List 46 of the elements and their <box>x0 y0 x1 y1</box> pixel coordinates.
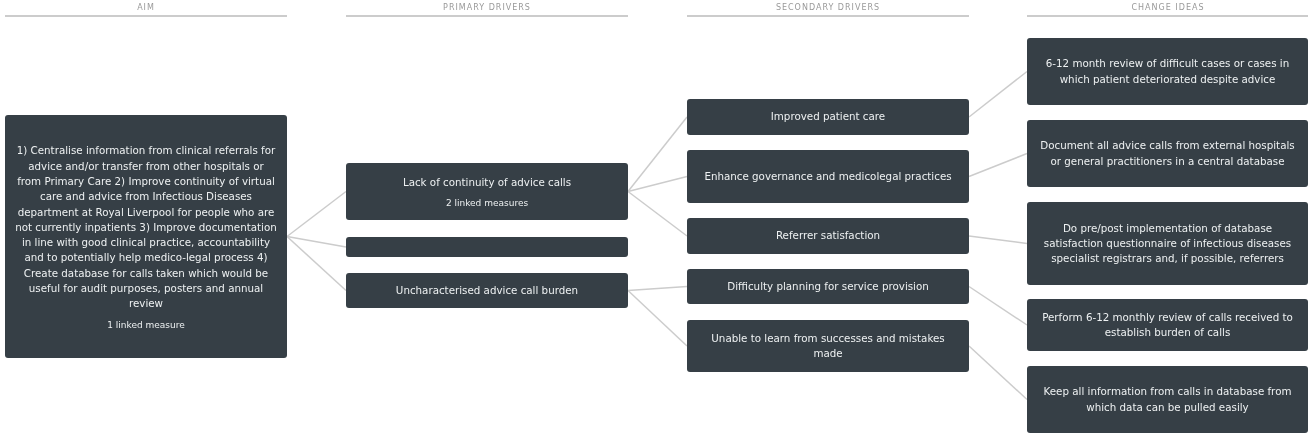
node-text: Do pre/post implementation of database satisfaction questionnaire of infectious diseases specialist registrars and, if possible, referrers <box>1042 220 1293 267</box>
driver-box <box>687 150 969 203</box>
node-text: Difficulty planning for service provision <box>727 278 929 294</box>
driver-box <box>687 320 969 372</box>
node-text: 6-12 month review of difficult cases or cases in which patient deteriorated despite advice <box>1044 56 1291 87</box>
connector-line <box>286 190 347 238</box>
node-text: Perform 6-12 monthly review of calls received to establish burden of calls <box>1041 309 1294 340</box>
driver-box <box>1027 202 1308 285</box>
node-text: Keep all information from calls in database from which data can be pulled easily <box>1042 384 1293 415</box>
driver-box <box>346 273 628 308</box>
connector-line <box>968 152 1028 178</box>
node-text: Uncharacterised advice call burden <box>395 282 579 298</box>
node-text: 1) Centralise information from clinical referrals for advice and/or transfer from other hospitals or from Primary Care 2) Improve continuity of virtual care and advice from Infectious Diseases department at Royal Liverpool for people who are not currently inpatients 3) Improve documentation in line with good clinical practice, accountability and to potentially help medico-legal process 4) Create database for calls taken which would be useful for audit purposes, posters and annual review <box>15 143 277 312</box>
driver-box <box>687 218 969 254</box>
driver-box <box>1027 366 1308 433</box>
empty-bar <box>346 237 628 257</box>
driver-box <box>1027 120 1308 187</box>
linked-measures-text: 2 linked measures <box>445 198 529 209</box>
connector-line <box>627 190 688 237</box>
column-heading: PRIMARY DRIVERS <box>442 3 532 12</box>
connector-line <box>286 235 347 292</box>
connector-line <box>627 285 688 292</box>
node-text: Improved patient care <box>770 109 886 125</box>
connector-line <box>968 235 1028 245</box>
driver-box <box>346 163 628 220</box>
connector-line <box>627 175 688 193</box>
connector-line <box>627 289 688 347</box>
connector-line <box>968 285 1028 326</box>
driver-box <box>5 115 287 358</box>
column-heading: CHANGE IDEAS <box>1130 3 1206 12</box>
connector-line <box>627 116 688 193</box>
node-text: Referrer satisfaction <box>775 228 881 244</box>
driver-box <box>687 99 969 135</box>
linked-measures-text: 1 linked measure <box>107 319 185 330</box>
column-heading: SECONDARY DRIVERS <box>774 3 882 12</box>
driver-box <box>1027 38 1308 105</box>
node-text: Enhance governance and medicolegal practices <box>704 168 952 184</box>
connector-line <box>286 235 347 248</box>
node-text: Unable to learn from successes and mistakes made <box>710 330 946 361</box>
connector-line <box>968 345 1028 401</box>
driver-box <box>687 269 969 304</box>
node-text: Document all advice calls from external hospitals or general practitioners in a central database <box>1039 138 1296 169</box>
driver-box <box>1027 299 1308 351</box>
node-text: Lack of continuity of advice calls <box>402 174 572 190</box>
connector-line <box>968 70 1028 118</box>
column-heading: AIM <box>136 3 156 12</box>
